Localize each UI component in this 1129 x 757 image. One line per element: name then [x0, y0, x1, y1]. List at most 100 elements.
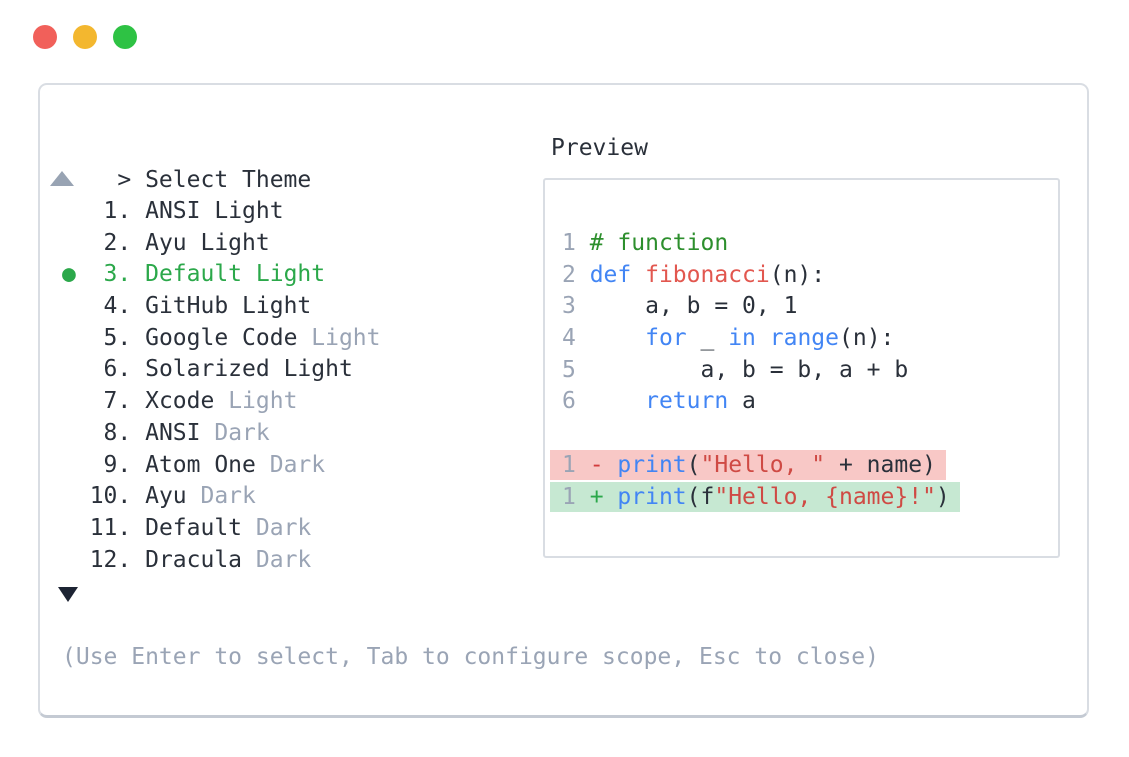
theme-item-xcode-light[interactable]: 7. Xcode Light	[62, 386, 381, 418]
selected-bullet-icon: ●	[62, 261, 90, 288]
theme-item-number: 11.	[89, 514, 146, 541]
line-number: 1	[562, 230, 590, 256]
code-token-keyword: for	[645, 325, 687, 352]
theme-item-variant: Light	[214, 198, 284, 224]
code-token-keyword: print	[617, 451, 687, 478]
code-blank-line	[562, 418, 960, 450]
prompt: > Select Theme	[62, 132, 311, 228]
code-token-keyword: return	[645, 388, 729, 415]
theme-item-variant: Dark	[269, 451, 326, 478]
theme-item-variant: Light	[255, 261, 326, 288]
theme-item-name: ANSI	[145, 419, 215, 446]
line-number: 5	[562, 356, 590, 383]
scroll-down-icon[interactable]	[58, 587, 78, 602]
theme-item-dracula-dark[interactable]: 12. Dracula Dark	[62, 545, 381, 577]
line-number: 4	[562, 325, 590, 352]
theme-item-number: 7.	[89, 388, 146, 415]
code-line: 2 def fibonacci(n):	[562, 260, 960, 292]
theme-list: 1. ANSI Light 2. Ayu Light● 3. Default L…	[62, 196, 381, 576]
code-token-plain: a, b = b, a + b	[589, 356, 909, 383]
theme-item-solarized-light[interactable]: 6. Solarized Light	[62, 354, 381, 386]
code-token-plain: a	[728, 388, 756, 415]
theme-item-name: Default	[145, 261, 256, 288]
bullet-spacer	[62, 547, 90, 573]
code-line: 3 a, b = 0, 1	[562, 291, 960, 323]
theme-item-default-light[interactable]: ● 3. Default Light	[62, 259, 381, 291]
theme-item-number: 6.	[89, 356, 146, 383]
theme-item-number: 1.	[89, 198, 146, 224]
theme-item-default-dark[interactable]: 11. Default Dark	[62, 513, 381, 545]
code-token-plain: (n):	[769, 261, 826, 288]
theme-item-name: Google Code	[145, 324, 312, 351]
theme-item-number: 12.	[89, 546, 146, 573]
code-token-plain	[631, 262, 645, 288]
code-token-keyword: range	[769, 325, 839, 352]
theme-item-variant: Light	[283, 356, 353, 383]
scroll-up-icon[interactable]	[50, 171, 74, 186]
theme-item-ayu-dark[interactable]: 10. Ayu Dark	[62, 481, 381, 513]
code-token-keyword: def	[589, 261, 632, 288]
code-token-plain: (	[686, 451, 701, 478]
theme-item-name: GitHub	[145, 293, 243, 320]
code-token-plain	[590, 388, 645, 414]
theme-item-ansi-light[interactable]: 1. ANSI Light	[62, 196, 381, 228]
bullet-spacer	[62, 515, 90, 541]
zoom-button[interactable]	[113, 25, 137, 49]
theme-item-atom-one-dark[interactable]: 9. Atom One Dark	[62, 450, 381, 482]
bullet-spacer	[62, 388, 90, 414]
theme-item-ansi-dark[interactable]: 8. ANSI Dark	[62, 418, 381, 450]
theme-item-google-code-light[interactable]: 5. Google Code Light	[62, 323, 381, 355]
theme-item-variant: Dark	[255, 546, 312, 573]
line-number: 1	[562, 483, 590, 510]
code-token-string: "Hello, {name}!"	[714, 483, 936, 510]
theme-item-variant: Light	[228, 388, 298, 415]
code-token-minus: -	[589, 451, 618, 478]
code-line: 6 return a	[562, 386, 960, 418]
theme-item-number: 9.	[89, 451, 146, 478]
bullet-spacer	[62, 230, 90, 256]
code-token-plain	[756, 325, 770, 351]
prompt-text: > Select Theme	[117, 167, 312, 193]
diff-highlight-removed: 1 - print("Hello, " + name)	[550, 449, 946, 480]
theme-item-name: Ayu	[145, 229, 201, 256]
code-token-plain: )	[935, 483, 950, 510]
code-token-plain: a, b = 0, 1	[589, 293, 798, 320]
theme-item-name: Solarized	[145, 356, 284, 383]
theme-item-name: Atom One	[145, 451, 270, 478]
help-text: (Use Enter to select, Tab to configure s…	[62, 644, 879, 670]
code-token-function: fibonacci	[645, 261, 770, 288]
theme-item-number: 5.	[89, 324, 146, 351]
theme-item-variant: Light	[200, 229, 270, 256]
code-token-plain	[590, 325, 645, 351]
line-number: 2	[562, 261, 590, 288]
bullet-spacer	[62, 293, 90, 319]
theme-item-name: Default	[145, 514, 256, 541]
bullet-spacer	[62, 198, 90, 224]
traffic-lights	[33, 25, 137, 49]
code-line: 5 a, b = b, a + b	[562, 355, 960, 387]
bullet-spacer	[62, 356, 90, 382]
theme-picker-panel: > Select Theme 1. ANSI Light 2. Ayu Ligh…	[38, 83, 1089, 718]
code-line: 4 for _ in range(n):	[562, 323, 960, 355]
theme-item-name: Dracula	[145, 546, 256, 573]
theme-item-name: Xcode	[145, 388, 229, 415]
theme-item-number: 10.	[89, 483, 146, 510]
theme-item-number: 8.	[89, 419, 146, 446]
diff-line-added: 1 + print(f"Hello, {name}!")	[550, 481, 960, 514]
theme-item-number: 2.	[89, 229, 146, 256]
bullet-spacer	[62, 325, 90, 351]
bullet-spacer	[62, 420, 90, 446]
code-token-comment: # function	[589, 230, 729, 256]
theme-item-github-light[interactable]: 4. GitHub Light	[62, 291, 381, 323]
code-token-plain: (n):	[839, 325, 895, 352]
theme-item-name: Ayu	[145, 483, 201, 510]
theme-item-variant: Dark	[255, 514, 312, 541]
close-button[interactable]	[33, 25, 57, 49]
theme-item-ayu-light[interactable]: 2. Ayu Light	[62, 228, 381, 260]
line-number: 6	[562, 388, 590, 415]
theme-item-variant: Light	[311, 324, 381, 351]
code-token-string: "Hello, "	[700, 451, 826, 478]
minimize-button[interactable]	[73, 25, 97, 49]
